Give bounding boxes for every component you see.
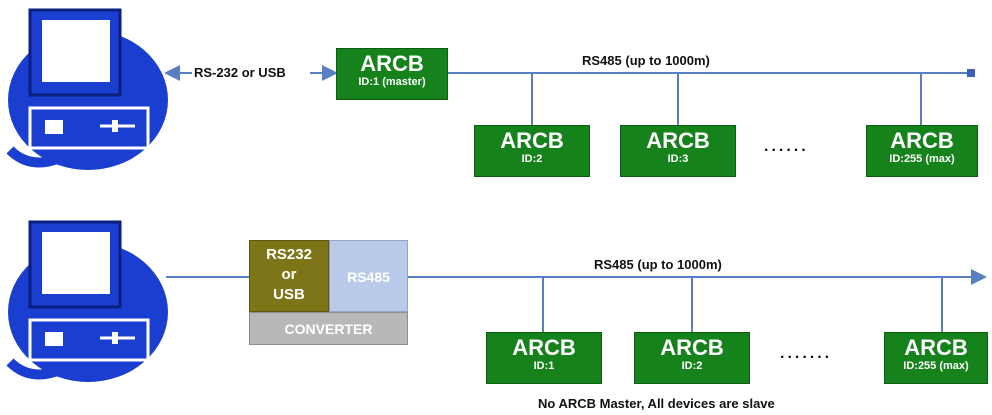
bottom-bus-label: RS485 (up to 1000m) bbox=[594, 257, 722, 272]
device-name: ARCB bbox=[337, 52, 447, 76]
converter-left-label: RS232 or USB bbox=[266, 246, 312, 303]
device-id: ID:1 (master) bbox=[337, 76, 447, 89]
computer-icon bbox=[8, 222, 168, 382]
device-id: ID:3 bbox=[621, 153, 735, 166]
top-bus-label: RS485 (up to 1000m) bbox=[582, 53, 710, 68]
arcb-slave-box: ARCB ID:2 bbox=[634, 332, 750, 384]
device-name: ARCB bbox=[885, 336, 987, 360]
arcb-master-box: ARCB ID:1 (master) bbox=[336, 48, 448, 100]
device-name: ARCB bbox=[487, 336, 601, 360]
ellipsis: ....... bbox=[780, 345, 832, 363]
arcb-slave-box: ARCB ID:2 bbox=[474, 125, 590, 177]
device-name: ARCB bbox=[475, 129, 589, 153]
top-link-label: RS-232 or USB bbox=[194, 65, 286, 80]
footer-note: No ARCB Master, All devices are slave bbox=[538, 396, 775, 411]
arcb-slave-box: ARCB ID:3 bbox=[620, 125, 736, 177]
arcb-slave-box: ARCB ID:1 bbox=[486, 332, 602, 384]
device-id: ID:2 bbox=[635, 360, 749, 373]
device-id: ID:255 (max) bbox=[867, 153, 977, 166]
device-id: ID:255 (max) bbox=[885, 360, 987, 373]
device-name: ARCB bbox=[635, 336, 749, 360]
converter-rs232-usb: RS232 or USB bbox=[249, 240, 329, 312]
device-name: ARCB bbox=[621, 129, 735, 153]
computer-icon bbox=[8, 10, 168, 170]
top-bus-terminator bbox=[967, 69, 975, 77]
arcb-slave-box: ARCB ID:255 (max) bbox=[884, 332, 988, 384]
device-id: ID:1 bbox=[487, 360, 601, 373]
ellipsis: ...... bbox=[764, 138, 809, 156]
converter-label: CONVERTER bbox=[249, 312, 408, 345]
arcb-slave-box: ARCB ID:255 (max) bbox=[866, 125, 978, 177]
converter-rs485: RS485 bbox=[329, 240, 408, 312]
device-id: ID:2 bbox=[475, 153, 589, 166]
device-name: ARCB bbox=[867, 129, 977, 153]
